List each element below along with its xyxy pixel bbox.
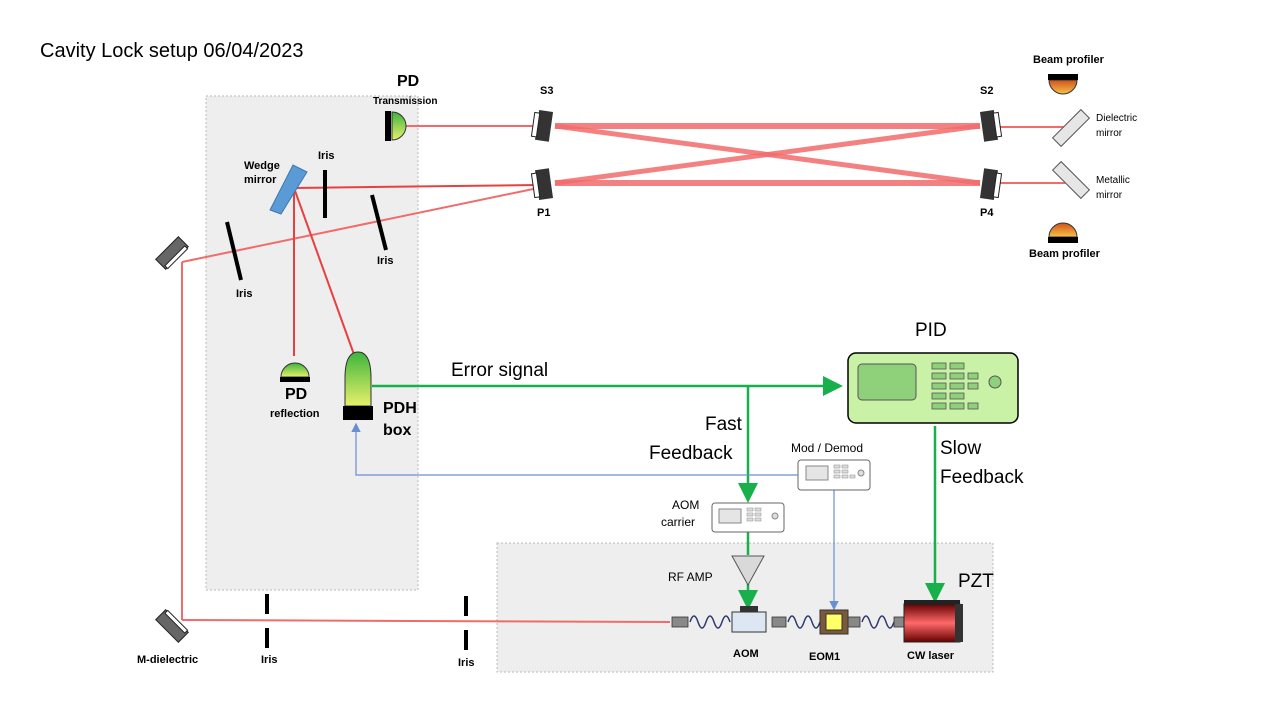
irises	[225, 170, 468, 650]
mirror-p4-label: P4	[980, 207, 994, 219]
beam-wedge-p1	[293, 184, 539, 189]
mirror-s3	[530, 110, 554, 142]
pdh-box-label-1: PDH	[383, 400, 417, 417]
pd-transmission-sublabel: Transmission	[373, 96, 438, 107]
mirror-s2	[979, 110, 1003, 142]
aom-carrier-label-2: carrier	[661, 515, 696, 529]
dielectric-mirror-label-2: mirror	[1096, 128, 1123, 139]
wedge-mirror-label: Wedge mirror	[244, 160, 280, 186]
mirror-p1-label: P1	[537, 207, 551, 219]
laser-beams	[181, 123, 1065, 623]
pd-reflection-label: PD	[285, 386, 308, 403]
iris-label-5: Iris	[458, 657, 475, 669]
aom-label: AOM	[733, 648, 759, 660]
fast-feedback-label-2: Feedback	[649, 443, 733, 464]
pid-label: PID	[915, 320, 947, 341]
fast-feedback-label-1: Fast	[705, 414, 742, 435]
eom-device	[819, 609, 849, 635]
pd-reflection-sublabel: reflection	[270, 408, 320, 420]
optics-panel-left	[205, 95, 419, 591]
fiber-connectors	[671, 616, 905, 628]
signal-lines	[351, 376, 945, 611]
mirror-corner-top	[155, 236, 189, 270]
mirror-m-dielectric	[155, 609, 189, 643]
wedge-mirror	[269, 164, 308, 215]
mirror-s2-label: S2	[980, 85, 994, 97]
rf-amp-icon	[731, 555, 765, 587]
pid-controller	[847, 352, 1019, 424]
pdh-detector-icon	[343, 351, 373, 420]
metallic-mirror-label-1: Metallic	[1096, 175, 1130, 186]
metallic-mirror-label-2: mirror	[1096, 190, 1123, 201]
aom-carrier-label-1: AOM	[672, 498, 700, 512]
beam-to-pdh	[293, 187, 357, 361]
m-dielectric-label: M-dielectric	[137, 654, 199, 666]
dielectric-mirror	[1051, 108, 1091, 148]
cw-laser-device	[903, 600, 963, 643]
beam-profiler-bottom-icon	[1048, 222, 1078, 243]
beam-profiler-top-icon	[1048, 74, 1078, 95]
mirror-p1	[530, 168, 554, 200]
pdh-box-label-2: box	[383, 422, 412, 439]
iris-label-3: Iris	[236, 288, 253, 300]
mirror-p4	[979, 168, 1003, 200]
dielectric-mirror-label-1: Dielectric	[1096, 113, 1138, 124]
beam-profiler-top-label: Beam profiler	[1033, 54, 1104, 66]
iris-label-2: Iris	[377, 255, 394, 267]
eom-label: EOM1	[809, 651, 841, 663]
iris-label-4: Iris	[261, 654, 278, 666]
metallic-mirror	[1051, 160, 1091, 200]
cw-laser-label: CW laser	[907, 650, 955, 662]
beam-cavity-cross2	[554, 123, 981, 186]
pd-transmission-label: PD	[397, 73, 420, 90]
mod-demod-box	[797, 459, 871, 491]
beam-input	[181, 187, 539, 263]
error-signal-label: Error signal	[451, 360, 549, 381]
pd-transmission-icon	[385, 111, 407, 141]
pzt-label: PZT	[958, 571, 994, 592]
slow-feedback-label-2: Feedback	[940, 467, 1024, 488]
rf-amp-label: RF AMP	[668, 570, 713, 584]
beam-profiler-bottom-label: Beam profiler	[1029, 248, 1100, 260]
diagram-title: Cavity Lock setup 06/04/2023	[40, 40, 304, 62]
pd-reflection-icon	[280, 362, 310, 382]
fiber-chain	[689, 615, 895, 629]
aom-carrier-box	[711, 502, 785, 533]
mirror-s3-label: S3	[540, 85, 554, 97]
aom-device	[731, 606, 767, 633]
iris-label-1: Iris	[318, 150, 335, 162]
slow-feedback-label-1: Slow	[940, 438, 982, 459]
beam-bottom	[181, 619, 671, 623]
mod-demod-label: Mod / Demod	[791, 441, 864, 455]
